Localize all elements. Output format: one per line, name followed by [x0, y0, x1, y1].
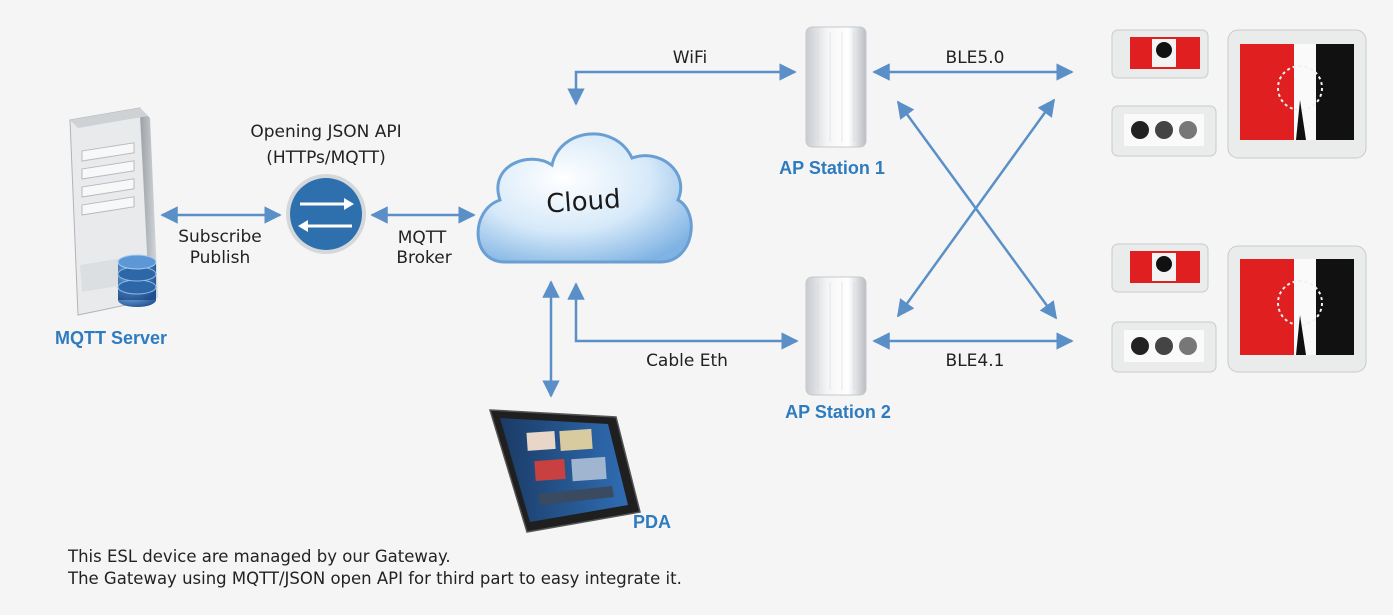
- wifi-arrow: [567, 63, 797, 106]
- footnote-line-1: This ESL device are managed by our Gatew…: [68, 547, 451, 566]
- footnote-line-2: The Gateway using MQTT/JSON open API for…: [68, 569, 682, 588]
- esl-tag-small-3: [1111, 243, 1209, 293]
- cable-eth-arrow: [567, 282, 799, 350]
- cross-arrow-1: [896, 100, 1058, 320]
- mqtt-label: MQTT: [398, 228, 447, 248]
- publish-label: Publish: [190, 248, 251, 268]
- pda-title: PDA: [633, 512, 671, 532]
- server-icon: [69, 107, 158, 316]
- ble41-label: BLE4.1: [946, 351, 1005, 371]
- cable-eth-label: Cable Eth: [646, 351, 728, 371]
- esl-tag-small-2: [1111, 105, 1217, 157]
- ap-station-1-icon: [805, 26, 867, 148]
- api-label-line1: Opening JSON API: [250, 122, 401, 142]
- ble50-label: BLE5.0: [946, 48, 1005, 68]
- database-icon: [117, 254, 157, 307]
- cloud-label: Cloud: [545, 184, 621, 219]
- ap-station-2-icon: [805, 276, 867, 396]
- subscribe-label: Subscribe: [178, 227, 262, 247]
- tablet-icon: [488, 409, 641, 533]
- ap-station-2-title: AP Station 2: [785, 402, 891, 422]
- esl-tag-small-4: [1111, 321, 1217, 373]
- footnote: This ESL device are managed by our Gatew…: [68, 546, 682, 590]
- esl-tag-large-2: [1227, 245, 1367, 373]
- exchange-icon: [286, 174, 366, 254]
- mqtt-server-title: MQTT Server: [55, 328, 167, 348]
- api-label-line2: (HTTPs/MQTT): [266, 148, 386, 168]
- wifi-label: WiFi: [673, 48, 707, 68]
- cross-arrow-2: [896, 98, 1056, 318]
- cloud-icon: [476, 132, 693, 264]
- esl-tag-large-1: [1227, 29, 1367, 159]
- ap-station-1-title: AP Station 1: [779, 158, 885, 178]
- esl-tag-small-1: [1111, 29, 1209, 79]
- broker-label: Broker: [396, 248, 451, 268]
